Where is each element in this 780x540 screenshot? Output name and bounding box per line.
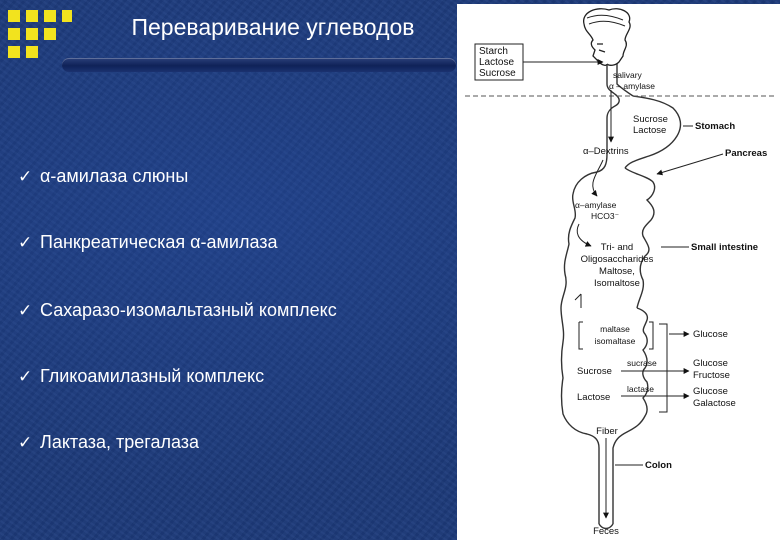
checkmark-icon: ✓ bbox=[18, 367, 33, 386]
isomaltase-label: isomaltase bbox=[595, 336, 636, 346]
checkmark-icon: ✓ bbox=[18, 433, 33, 452]
lactase-label: lactase bbox=[627, 384, 654, 394]
pancreas-label: Pancreas bbox=[725, 148, 767, 159]
glucose-label: Glucose bbox=[693, 358, 728, 369]
galactose-label: Galactose bbox=[693, 398, 736, 409]
bullet-text: Гликоамилазный комплекс bbox=[40, 366, 265, 386]
sucrose-label: Sucrose bbox=[479, 68, 516, 79]
bullet-item: ✓ Панкреатическая α-амилаза bbox=[18, 232, 278, 253]
head-outline bbox=[583, 8, 631, 66]
gut-outline bbox=[560, 64, 682, 530]
bracket-left bbox=[578, 321, 583, 350]
oligo-label: Isomaltose bbox=[594, 278, 640, 289]
stomach-sucrose-label: Sucrose bbox=[633, 114, 668, 125]
colon-label: Colon bbox=[645, 460, 672, 471]
salivary-label: salivary bbox=[613, 70, 643, 80]
arrow-icon bbox=[656, 153, 724, 176]
lactose-label: Lactose bbox=[479, 57, 514, 68]
bullet-item: ✓ Лактаза, трегалаза bbox=[18, 432, 199, 453]
fructose-label: Fructose bbox=[693, 370, 730, 381]
slide-title: Переваривание углеводов bbox=[131, 14, 415, 40]
salivary-amylase-label: α – amylase bbox=[609, 81, 655, 91]
checkmark-icon: ✓ bbox=[18, 301, 33, 320]
bullet-text: Сахаразо-изомальтазный комплекс bbox=[40, 300, 337, 320]
sucrase-label: sucrase bbox=[627, 358, 657, 368]
bullet-text: Лактаза, трегалаза bbox=[40, 432, 200, 452]
checkmark-icon: ✓ bbox=[18, 233, 33, 252]
logo-squares bbox=[8, 10, 74, 66]
sucrose-label: Sucrose bbox=[577, 366, 612, 377]
oligo-label: Tri- and bbox=[601, 242, 633, 253]
bullet-text: α-амилаза слюны bbox=[40, 166, 189, 186]
glucose-label: Glucose bbox=[693, 386, 728, 397]
digestion-diagram: Starch Lactose Sucrose salivary α – amyl… bbox=[457, 4, 780, 540]
fiber-label: Fiber bbox=[596, 426, 618, 437]
bracket-right bbox=[649, 321, 654, 350]
bullet-item: ✓ α-амилаза слюны bbox=[18, 166, 188, 187]
bicarbonate-label: HCO3⁻ bbox=[591, 211, 620, 221]
oligo-label: Maltose, bbox=[599, 266, 635, 277]
title-underline-bar bbox=[62, 58, 456, 72]
glucose-label: Glucose bbox=[693, 329, 728, 340]
arrow-icon bbox=[591, 159, 604, 197]
stomach-label: Stomach bbox=[695, 121, 735, 132]
stomach-lactose-label: Lactose bbox=[633, 125, 666, 136]
oligo-label: Oligosaccharides bbox=[581, 254, 654, 265]
bracket-right bbox=[659, 323, 668, 413]
dextrins-label: α–Dextrins bbox=[583, 146, 629, 157]
small-intestine-label: Small intestine bbox=[691, 242, 758, 253]
bullet-item: ✓ Гликоамилазный комплекс bbox=[18, 366, 264, 387]
bullet-item: ✓ Сахаразо-изомальтазный комплекс bbox=[18, 300, 337, 321]
starch-label: Starch bbox=[479, 46, 508, 57]
arrow-icon bbox=[574, 293, 582, 308]
pancreatic-amylase-label: α–amylase bbox=[575, 200, 617, 210]
maltase-label: maltase bbox=[600, 324, 630, 334]
checkmark-icon: ✓ bbox=[18, 167, 33, 186]
lactose-label: Lactose bbox=[577, 392, 610, 403]
bullet-text: Панкреатическая α-амилаза bbox=[40, 232, 278, 252]
feces-label: Feces bbox=[593, 526, 619, 537]
digestive-tract-drawing: Starch Lactose Sucrose salivary α – amyl… bbox=[465, 8, 777, 537]
arrow-icon bbox=[576, 223, 592, 247]
